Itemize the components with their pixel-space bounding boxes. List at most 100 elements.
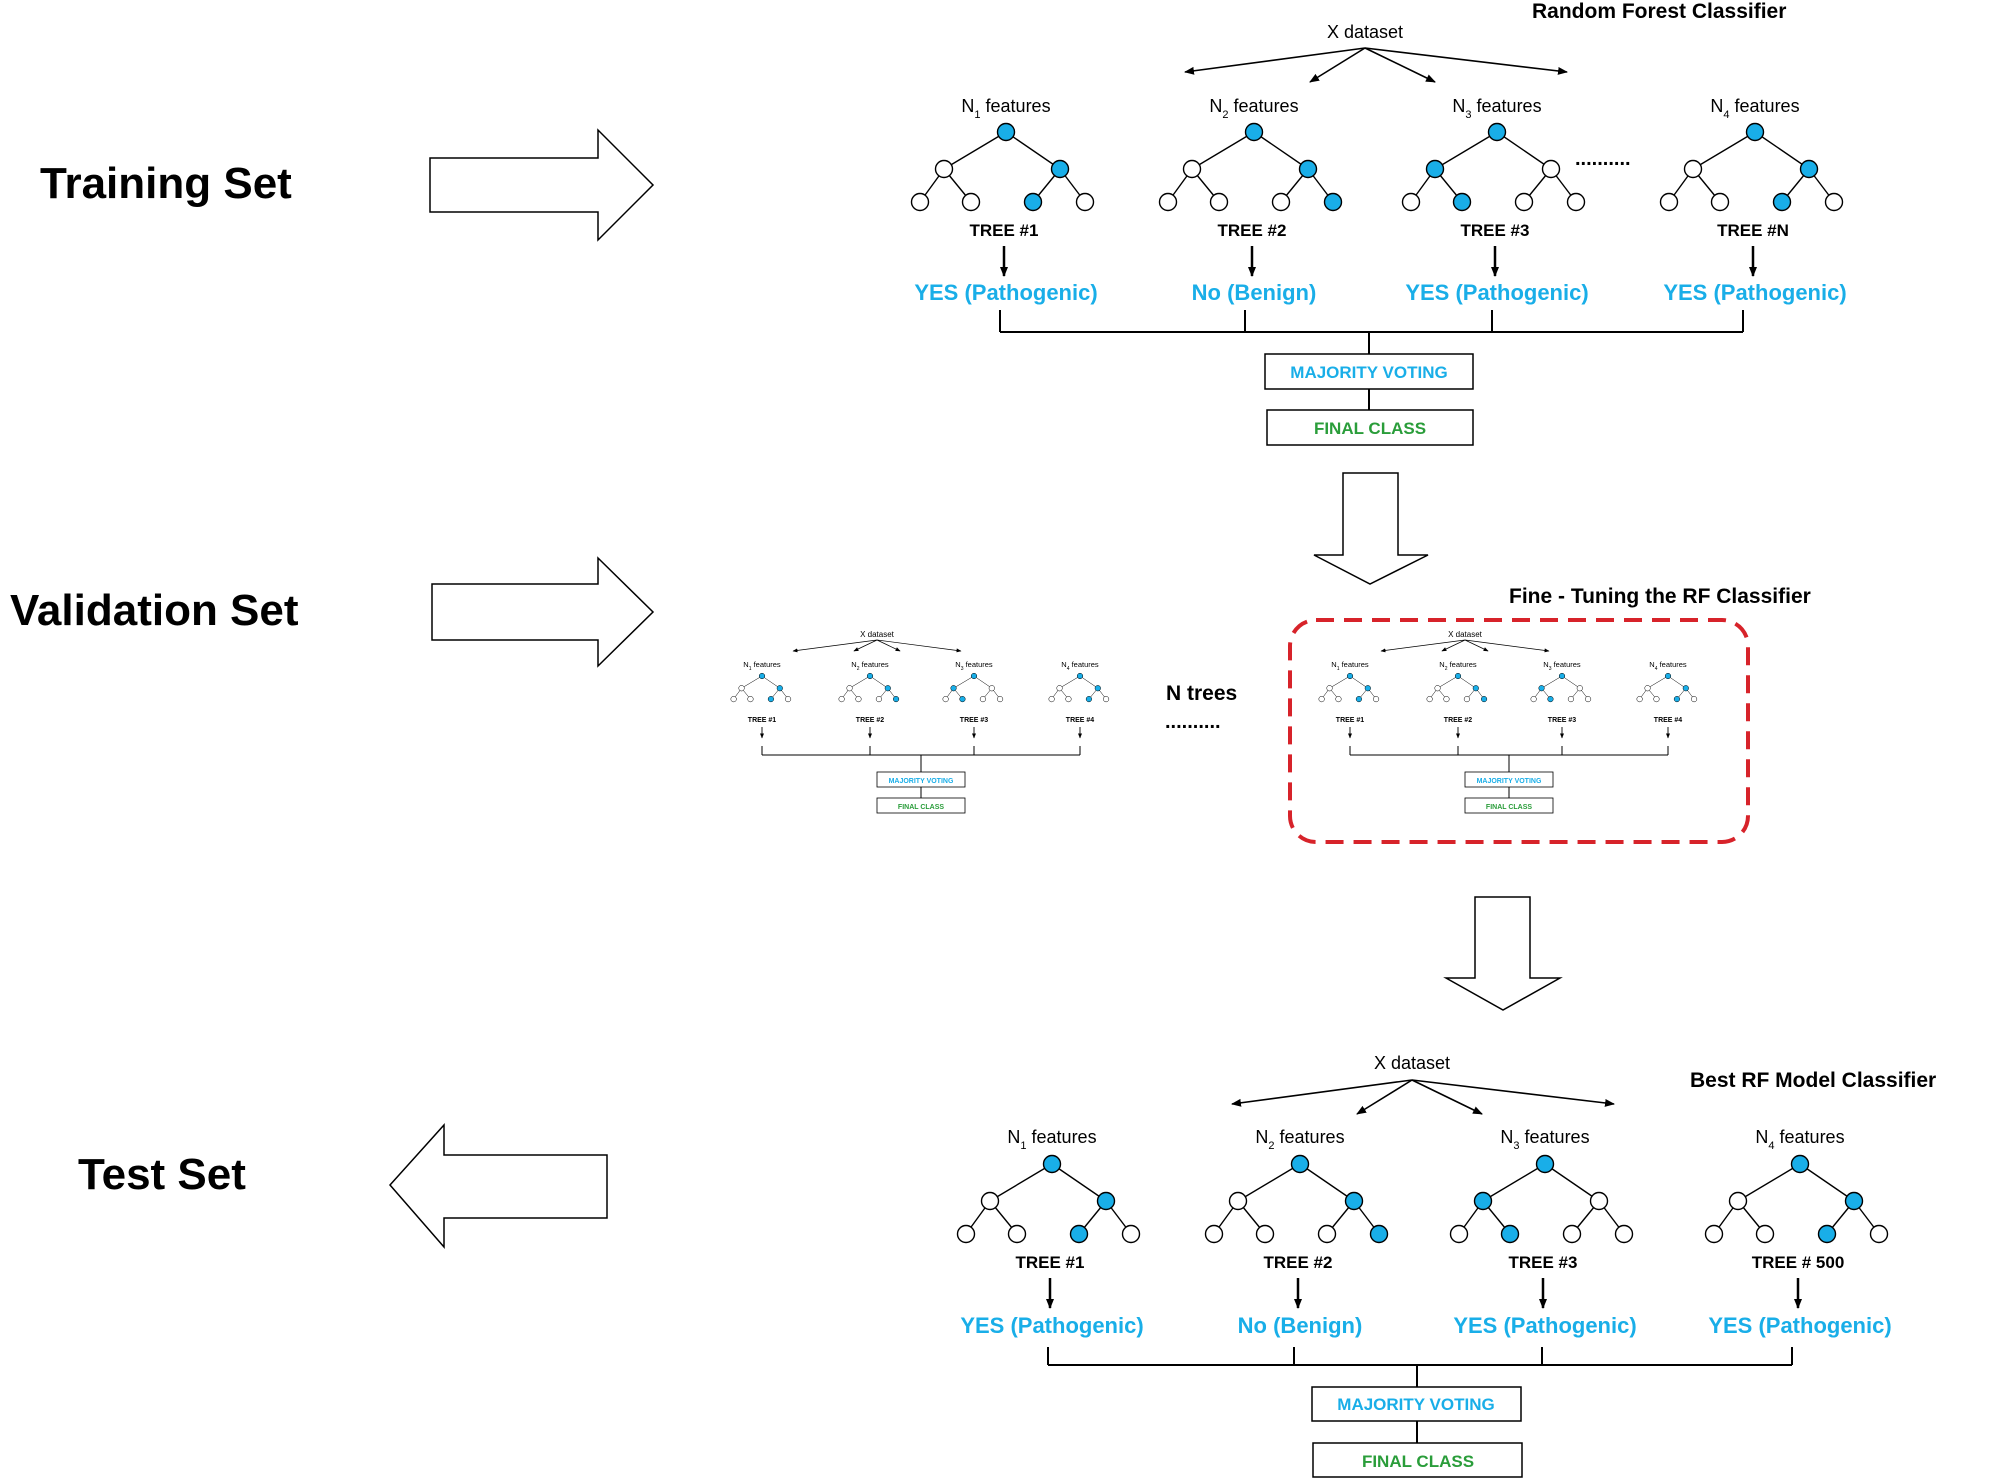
tree-node [1691, 696, 1698, 703]
tree-node [997, 696, 1004, 703]
tree-node [1298, 159, 1318, 179]
mini-tree-1 [1318, 672, 1380, 703]
feature-label-1: N1 features [961, 96, 1050, 121]
tree-node [1824, 192, 1844, 212]
tree-node [1069, 1224, 1089, 1244]
tree-node [988, 685, 995, 692]
mini-tree-label-1: TREE #1 [1336, 717, 1365, 724]
tree-node [1704, 1224, 1724, 1244]
tree-node [1772, 192, 1792, 212]
decision-tree-1 [956, 1154, 1141, 1244]
tree-node [1076, 672, 1084, 680]
tree-node [1644, 685, 1651, 692]
tree-node [1673, 696, 1680, 703]
tree-node [838, 696, 845, 703]
tree-node [1346, 672, 1354, 680]
tree-node [1007, 1224, 1027, 1244]
tree-node [866, 672, 874, 680]
x-dataset-label: X dataset [1327, 22, 1403, 42]
test-final-class-text: FINAL CLASS [1362, 1452, 1474, 1471]
tree-node [1075, 192, 1095, 212]
tree-node [959, 696, 966, 703]
mini-dataset-label: X dataset [1448, 630, 1483, 639]
mini-tree-4 [1636, 672, 1698, 703]
tree-node [1158, 192, 1178, 212]
tree-node [950, 685, 957, 692]
tree-node [1514, 192, 1534, 212]
test-majority-voting-text: MAJORITY VOTING [1337, 1395, 1494, 1414]
tree-node [1050, 159, 1070, 179]
tree-node [1443, 696, 1450, 703]
tree-node [747, 696, 754, 703]
decision-tree-4 [1704, 1154, 1889, 1244]
tree-node [1614, 1224, 1634, 1244]
tree-node [1335, 696, 1342, 703]
tree-node [1541, 159, 1561, 179]
tree-node [1065, 696, 1072, 703]
tree-node [1682, 685, 1689, 692]
tree-outcome-4: YES (Pathogenic) [1708, 1313, 1891, 1338]
decision-tree-1 [910, 122, 1095, 212]
tree-node [1463, 696, 1470, 703]
validation-right-arrow-icon [431, 556, 655, 668]
test-vote-connector [1047, 1347, 1793, 1443]
tree-node [1085, 696, 1092, 703]
tree-node [1023, 192, 1043, 212]
tree-node [1636, 696, 1643, 703]
training-majority-voting-text: MAJORITY VOTING [1290, 363, 1447, 382]
tree-node [1326, 685, 1333, 692]
mini-final-class-box [1464, 797, 1554, 814]
tree-node [1755, 1224, 1775, 1244]
rf-classifier-title: Random Forest Classifier [1532, 0, 1786, 23]
mini-tree-2 [1426, 672, 1488, 703]
tree-node [1817, 1224, 1837, 1244]
mini-tree-label-1: TREE #1 [748, 717, 777, 724]
tree-node [1585, 696, 1592, 703]
tree-outcome-1: YES (Pathogenic) [960, 1313, 1143, 1338]
tree-node [1710, 192, 1730, 212]
tree-node [1538, 685, 1545, 692]
test-final-class-box [1312, 1442, 1523, 1478]
mini-tree-label-4: TREE #4 [1654, 717, 1683, 724]
tree-node [1204, 1224, 1224, 1244]
tree-node [1449, 1224, 1469, 1244]
validation-ellipsis: .......... [1165, 711, 1221, 733]
tree-node [1567, 696, 1574, 703]
tree-node [767, 696, 774, 703]
mini-tree-3 [1530, 672, 1592, 703]
tree-node [1318, 696, 1325, 703]
tree-node [980, 1191, 1000, 1211]
mini-tree-3 [942, 672, 1004, 703]
tree-node [1103, 696, 1110, 703]
best-rf-title: Best RF Model Classifier [1690, 1069, 1936, 1092]
tree-node [934, 159, 954, 179]
tree-label-1: TREE #1 [1016, 1253, 1085, 1272]
tree-node [1042, 1154, 1062, 1174]
tree-label-4: TREE # 500 [1752, 1253, 1845, 1272]
tree-node [730, 696, 737, 703]
tree-node [996, 122, 1016, 142]
n-trees-label: N trees [1166, 682, 1237, 705]
tree-node [1434, 685, 1441, 692]
training-final-class-box [1266, 409, 1474, 446]
tree-node [961, 192, 981, 212]
validation-set-label: Validation Set [10, 586, 299, 635]
tree-node [875, 696, 882, 703]
tree-node [1121, 1224, 1141, 1244]
tree-outcome-2: No (Benign) [1192, 280, 1317, 305]
tree-node [1659, 192, 1679, 212]
tree-node [1290, 1154, 1310, 1174]
feature-label-3: N3 features [1452, 96, 1541, 121]
feature-label-2: N2 features [1255, 1127, 1344, 1152]
tree-node [1209, 192, 1229, 212]
tree-node [1323, 192, 1343, 212]
tree-node [855, 696, 862, 703]
tree-node [1255, 1224, 1275, 1244]
tree-node [1562, 1224, 1582, 1244]
feature-label-4: N4 features [1710, 96, 1799, 121]
tree-node [1271, 192, 1291, 212]
tree-node [1530, 696, 1537, 703]
tree-outcome-3: YES (Pathogenic) [1453, 1313, 1636, 1338]
tree-node [1473, 1191, 1493, 1211]
